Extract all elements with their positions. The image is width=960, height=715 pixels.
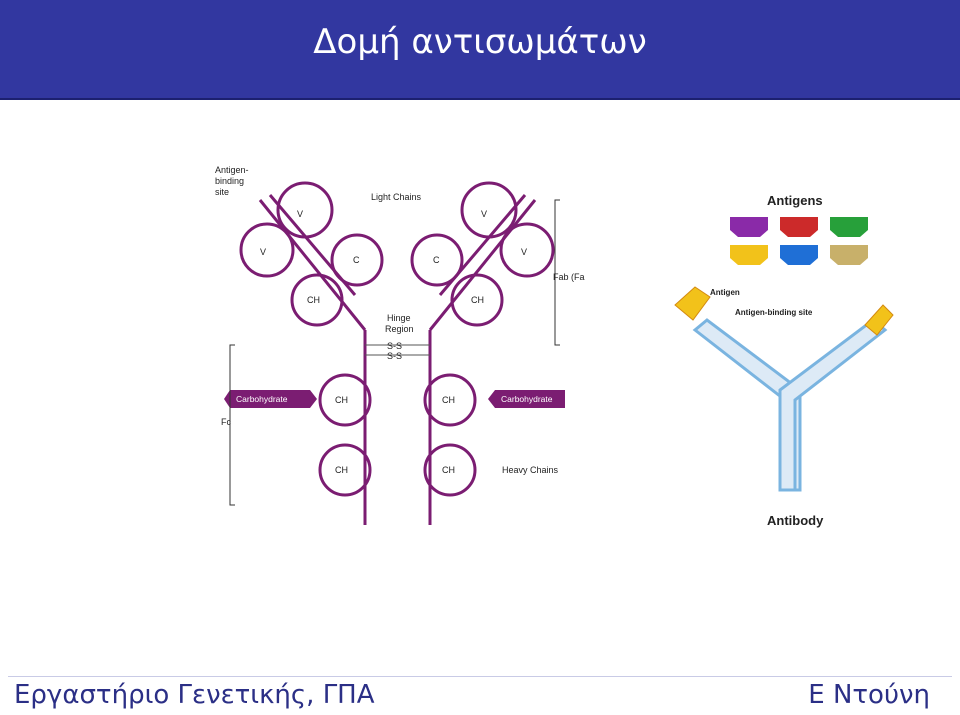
antigen-binding-label-2: binding xyxy=(215,176,244,186)
fc-label: Fc xyxy=(221,417,231,427)
slide-title: Δομή αντισωμάτων xyxy=(313,22,647,62)
cl-label-right: C xyxy=(433,255,440,265)
hinge-ss-1: S-S xyxy=(387,341,402,351)
antigens-label: Antigens xyxy=(767,193,823,208)
cl-label-left: C xyxy=(353,255,360,265)
cl-domain-left xyxy=(330,233,384,287)
ch2-label-left: CH xyxy=(335,395,348,405)
carbohydrate-label-right: Carbohydrate xyxy=(501,394,553,404)
antigen-swatch xyxy=(780,245,818,265)
carbohydrate-tag-left xyxy=(224,390,317,408)
ch1-label-left: CH xyxy=(307,295,320,305)
footer-institution: Εργαστήριο Γενετικής, ΓΠΑ xyxy=(14,680,375,710)
ch3-domain-right xyxy=(423,443,477,497)
antigen-binding-site-label: Antigen-binding site xyxy=(735,308,813,317)
ch3-domain-left xyxy=(318,443,372,497)
vh-domain-left xyxy=(239,222,295,278)
ch1-domain-right xyxy=(450,273,504,327)
ch2-domain-right xyxy=(423,373,477,427)
antigen-swatch xyxy=(830,217,868,237)
ch1-domain-left xyxy=(290,273,344,327)
vh-label-right: V xyxy=(521,247,527,257)
antigen-binding-label-1: Antigen- xyxy=(215,165,249,175)
antibody-right-arm xyxy=(778,318,888,492)
fab-label: Fab (Fab') xyxy=(553,272,585,282)
footer-divider xyxy=(8,676,952,677)
antibody-structure-diagram: Antigen- binding site Light Chains Hinge… xyxy=(205,155,594,530)
ch2-label-right: CH xyxy=(442,395,455,405)
vl-label-left: V xyxy=(297,209,303,219)
ch2-domain-left xyxy=(318,373,372,427)
cl-domain-right xyxy=(410,233,464,287)
light-chains-label: Light Chains xyxy=(371,192,422,202)
vl-domain-left xyxy=(276,181,334,239)
vl-label-right: V xyxy=(481,209,487,219)
vh-label-left: V xyxy=(260,247,266,257)
heavy-chains-label: Heavy Chains xyxy=(502,465,559,475)
ch3-label-left: CH xyxy=(335,465,348,475)
antigen-label: Antigen xyxy=(710,288,740,297)
antigen-swatch xyxy=(780,217,818,237)
antibody-label: Antibody xyxy=(767,513,824,528)
ch3-label-right: CH xyxy=(442,465,455,475)
vh-domain-right xyxy=(499,222,555,278)
antibody-color-diagram: Antigens Antigen Antigen-binding site An… xyxy=(665,185,915,535)
hinge-label-1: Hinge xyxy=(387,313,411,323)
carbohydrate-tag-right xyxy=(488,390,565,408)
antigen-bound-right xyxy=(864,304,894,336)
carbohydrate-label-left: Carbohydrate xyxy=(236,394,288,404)
antigen-binding-label-3: site xyxy=(215,187,229,197)
antigen-swatch xyxy=(730,245,768,265)
antigen-swatch xyxy=(830,245,868,265)
hinge-ss-2: S-S xyxy=(387,351,402,361)
ch1-label-right: CH xyxy=(471,295,484,305)
footer-author: Ε Ντούνη xyxy=(808,680,930,710)
vl-domain-right xyxy=(460,181,518,239)
hinge-label-2: Region xyxy=(385,324,414,334)
antigen-bound-left xyxy=(674,286,711,321)
title-bar: Δομή αντισωμάτων xyxy=(0,0,960,100)
antigen-swatch xyxy=(730,217,768,237)
